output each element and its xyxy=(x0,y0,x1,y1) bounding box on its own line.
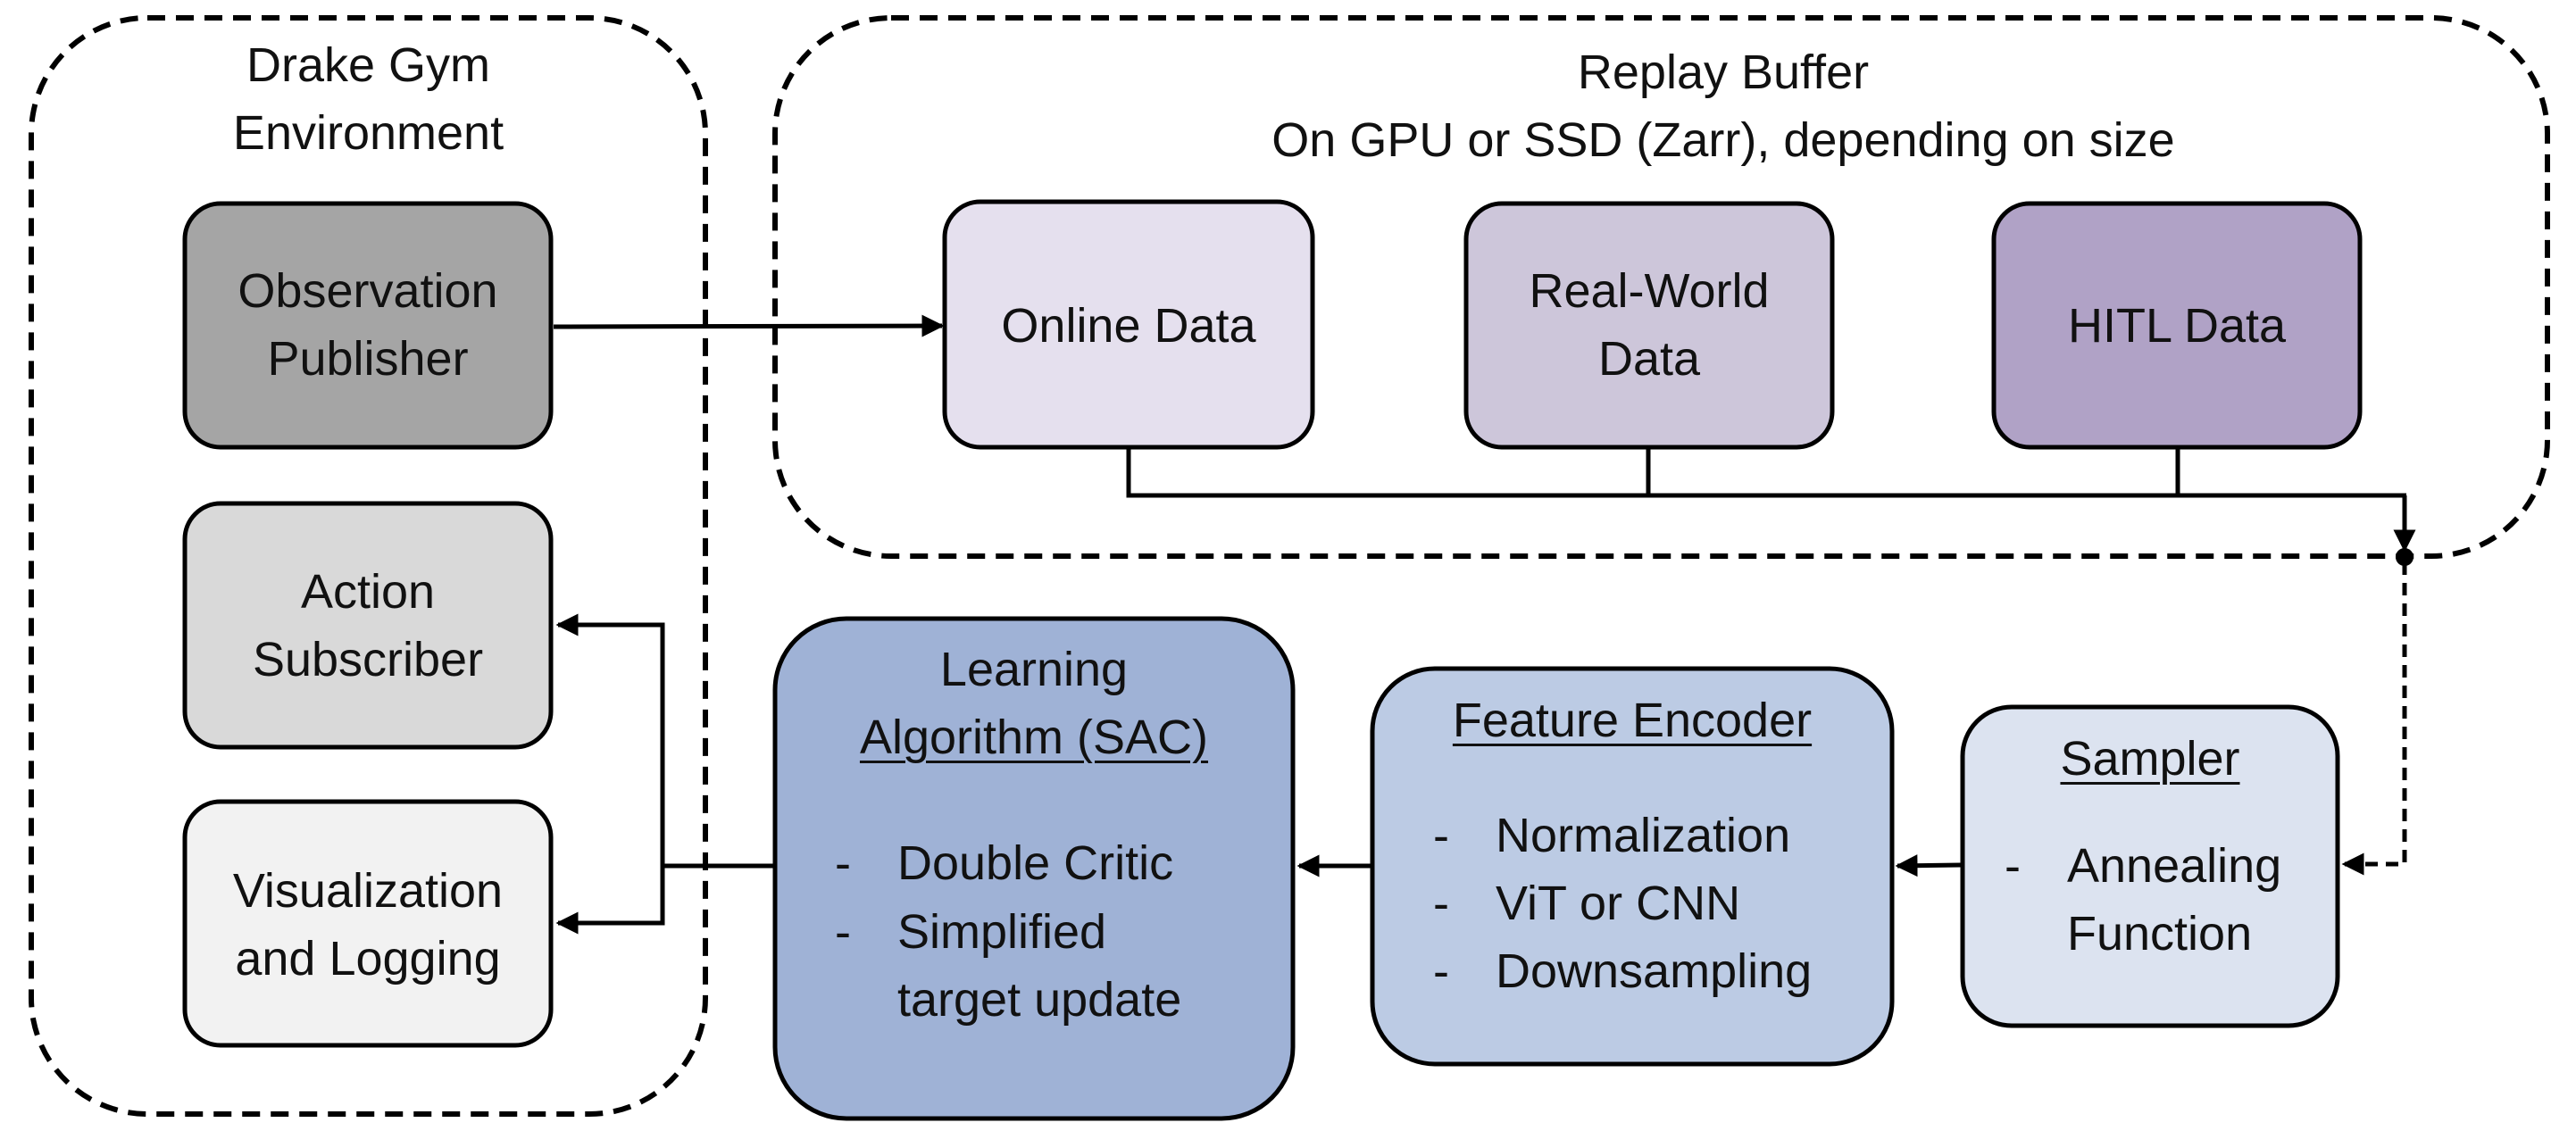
learning-algorithm-title: Learning Algorithm (SAC) xyxy=(775,636,1293,771)
learning-to-action-arrow xyxy=(555,613,665,866)
bullet-dash: - xyxy=(835,836,851,890)
drake-gym-environment-group xyxy=(29,15,708,1117)
learning-to-visualization-arrow xyxy=(555,866,665,935)
visualization-logging-line1: Visualization xyxy=(232,864,504,918)
buffer-to-sampler-dashed-arrow xyxy=(2341,562,2407,876)
replay-buffer-title-line2: On GPU or SSD (Zarr), depending on size xyxy=(1271,113,2175,167)
observation-publisher-label: Observation Publisher xyxy=(185,257,551,393)
sampler-title: Sampler xyxy=(1963,725,2338,793)
action-subscriber-label: Action Subscriber xyxy=(185,558,551,694)
online-data-box xyxy=(942,199,1315,450)
feature-encoder-title-text: Feature Encoder xyxy=(1452,694,1813,747)
hitl-data-label: HITL Data xyxy=(2067,299,2287,353)
replay-buffer-title-block: Replay Buffer On GPU or SSD (Zarr), depe… xyxy=(1071,38,2375,174)
junction-dot xyxy=(2396,548,2413,566)
replay-buffer-group xyxy=(772,15,2550,559)
bullet-dash: - xyxy=(835,905,851,959)
learning-bullet-text-2: Simplified xyxy=(897,905,1107,959)
sampler-to-encoder-arrow xyxy=(1895,854,1962,877)
learning-bullet-text-1: Double Critic xyxy=(897,836,1174,890)
bullet-dash: - xyxy=(2005,839,2021,893)
feature-encoder-box xyxy=(1370,666,1895,1067)
encoder-bullet-text-1: Normalization xyxy=(1496,809,1791,862)
learning-algorithm-box xyxy=(772,616,1296,1121)
buffer-bus-line xyxy=(1126,449,2406,498)
sampler-box xyxy=(1960,704,2340,1028)
bullet-dash: - xyxy=(1433,944,1449,998)
encoder-bullet-text-2: ViT or CNN xyxy=(1496,877,1741,930)
action-subscriber-box xyxy=(182,501,554,750)
observation-publisher-line2: Publisher xyxy=(267,332,469,386)
visualization-logging-box xyxy=(182,799,554,1048)
sampler-title-text: Sampler xyxy=(2060,732,2240,786)
action-subscriber-line2: Subscriber xyxy=(252,633,484,686)
sampler-bullet-text-2: Function xyxy=(2067,907,2253,961)
real-world-data-line1: Real-World xyxy=(1529,264,1770,318)
environment-title: Drake Gym Environment xyxy=(31,31,705,167)
online-data-label: Online Data xyxy=(1001,299,1256,353)
feature-encoder-title: Feature Encoder xyxy=(1372,686,1892,754)
action-subscriber-line1: Action xyxy=(300,565,436,619)
real-world-data-box xyxy=(1463,201,1835,450)
encoder-bullet-text-3: Downsampling xyxy=(1496,944,1813,998)
real-world-data-line2: Data xyxy=(1597,332,1701,386)
replay-buffer-title-line1: Replay Buffer xyxy=(1577,46,1870,99)
visualization-logging-line2: and Logging xyxy=(235,932,501,985)
observation-publisher-box xyxy=(182,201,554,450)
environment-title-line1: Drake Gym xyxy=(246,38,491,92)
visualization-logging-label: Visualization and Logging xyxy=(185,857,551,993)
learning-title-line1: Learning xyxy=(939,643,1129,696)
observation-publisher-line1: Observation xyxy=(238,264,498,318)
real-world-data-label: Real-World Data xyxy=(1466,257,1832,393)
learning-bullet-text-3: target update xyxy=(897,973,1182,1027)
environment-title-line2: Environment xyxy=(232,106,504,160)
bullet-dash: - xyxy=(1433,877,1449,930)
bullet-dash: - xyxy=(1433,809,1449,862)
observation-to-online-arrow xyxy=(553,314,945,337)
sampler-bullet-text-1: Annealing xyxy=(2067,839,2282,893)
learning-title-line2: Algorithm (SAC) xyxy=(859,711,1209,764)
hitl-data-box xyxy=(1991,201,2363,450)
